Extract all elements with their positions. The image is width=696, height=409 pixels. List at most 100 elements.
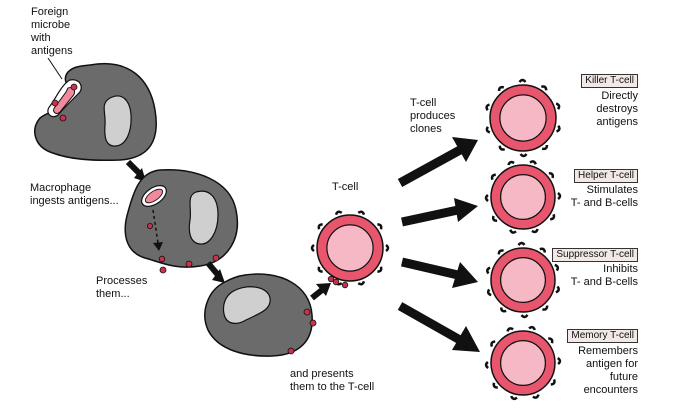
label-line: Macrophage: [30, 182, 92, 194]
receptor: [550, 213, 556, 221]
receptor: [377, 223, 383, 230]
label-processes-them: Processes them...: [96, 275, 147, 301]
receptor: [550, 378, 556, 386]
antigen-dot: [70, 83, 78, 91]
label-line: antigens: [31, 45, 73, 57]
label-and-presents: and presents them to the T-cell: [290, 368, 374, 394]
receptor: [510, 395, 518, 401]
label-line: Directly: [601, 90, 638, 102]
clone-type-tag: Killer T-cell: [581, 74, 638, 88]
arrow: [310, 287, 324, 301]
label-line: future: [609, 371, 638, 383]
receptor: [484, 361, 489, 370]
receptor: [498, 145, 506, 151]
receptor: [497, 249, 504, 255]
label-foreign-microbe: Foreign microbe with antigens: [31, 6, 73, 58]
label-line: T- and B-cells: [570, 276, 638, 288]
receptor: [507, 160, 515, 166]
receptor: [519, 153, 528, 158]
receptor: [506, 327, 514, 332]
label-t-cell-clones: T-cell produces clones: [410, 97, 455, 136]
label-line: antigens: [596, 116, 638, 128]
antigen-dot: [146, 222, 153, 229]
receptor: [557, 356, 562, 365]
helper-t-cell-clone: [484, 160, 562, 234]
label-line: Stimulates: [586, 184, 638, 196]
label-line: them to the T-cell: [290, 381, 375, 393]
label-line: Remembers: [578, 345, 638, 357]
receptor: [317, 223, 323, 230]
cell-nucleus: [500, 257, 547, 304]
label-line: ingests antigens...: [30, 195, 119, 207]
receptor: [509, 229, 517, 234]
microbe-pointer-line: [47, 57, 63, 80]
macrophage-step-1: [34, 63, 157, 162]
label-line: T-cell: [410, 97, 437, 109]
antigen-dot: [51, 99, 59, 107]
killer-t-cell-clone: [485, 78, 561, 158]
label-t-cell: T-cell: [332, 181, 359, 193]
clone-type-tag: Memory T-cell: [567, 329, 638, 343]
macrophage-step-3: [204, 273, 313, 357]
receptor: [518, 78, 527, 83]
receptor: [499, 307, 507, 313]
antigen-dot: [303, 308, 311, 316]
receptor: [357, 210, 366, 216]
label-line: T- and B-cells: [570, 197, 638, 209]
receptor: [385, 244, 390, 252]
antigen-dot: [159, 266, 167, 274]
label-line: encounters: [583, 384, 638, 396]
receptor: [532, 394, 540, 399]
receptor: [317, 266, 323, 273]
receptor: [485, 103, 490, 111]
cell-nucleus: [500, 174, 547, 221]
label-line: Inhibits: [603, 263, 638, 275]
clone-description: Directly destroys antigens: [596, 90, 638, 129]
receptor: [490, 173, 496, 181]
antigen-dot: [185, 260, 193, 268]
label-line: destroys: [596, 103, 638, 115]
antigen-dot: [309, 319, 317, 327]
label-line: antigen for: [586, 358, 638, 370]
receptor: [497, 85, 505, 92]
receptor: [490, 340, 496, 348]
arrow: [125, 159, 142, 176]
label-macrophage-ingests: Macrophage ingests antigens...: [30, 182, 119, 208]
receptor: [520, 314, 529, 319]
antigen-dot: [212, 254, 220, 262]
antigen-dot: [59, 114, 67, 122]
receptor: [486, 266, 491, 275]
receptor: [540, 85, 548, 91]
clone-description: Inhibits T- and B-cells: [571, 263, 638, 289]
receptor: [542, 305, 549, 311]
receptor: [357, 280, 366, 286]
t-cell: [310, 210, 390, 286]
label-line: with: [31, 32, 51, 44]
cell-nucleus: [499, 94, 547, 142]
suppressor-t-cell-clone: [486, 241, 560, 319]
receptor: [528, 325, 536, 331]
receptor: [334, 210, 343, 216]
antigen-dot: [158, 255, 166, 263]
label-line: microbe: [31, 19, 71, 31]
clone-type-tag: Suppressor T-cell: [552, 248, 638, 262]
receptor: [539, 247, 547, 253]
memory-t-cell-clone: [484, 325, 562, 401]
clone-description: Stimulates T- and B-cells: [571, 184, 638, 210]
label-line: produces: [410, 110, 456, 122]
macrophage-step-2: [124, 169, 238, 268]
receptor: [377, 266, 383, 273]
clone-type-tag: Helper T-cell: [574, 169, 638, 183]
antigen-dot: [327, 275, 335, 283]
receptor: [548, 337, 554, 344]
receptor: [531, 228, 539, 234]
label-line: and presents: [290, 368, 354, 380]
antigen-dot: [287, 347, 295, 355]
receptor: [310, 244, 315, 252]
antigen-dot: [341, 281, 349, 289]
clone-description: Remembers antigen for future encounters: [578, 345, 638, 397]
arrow: [205, 261, 221, 277]
label-line: them...: [96, 288, 130, 300]
label-line: clones: [410, 123, 442, 135]
